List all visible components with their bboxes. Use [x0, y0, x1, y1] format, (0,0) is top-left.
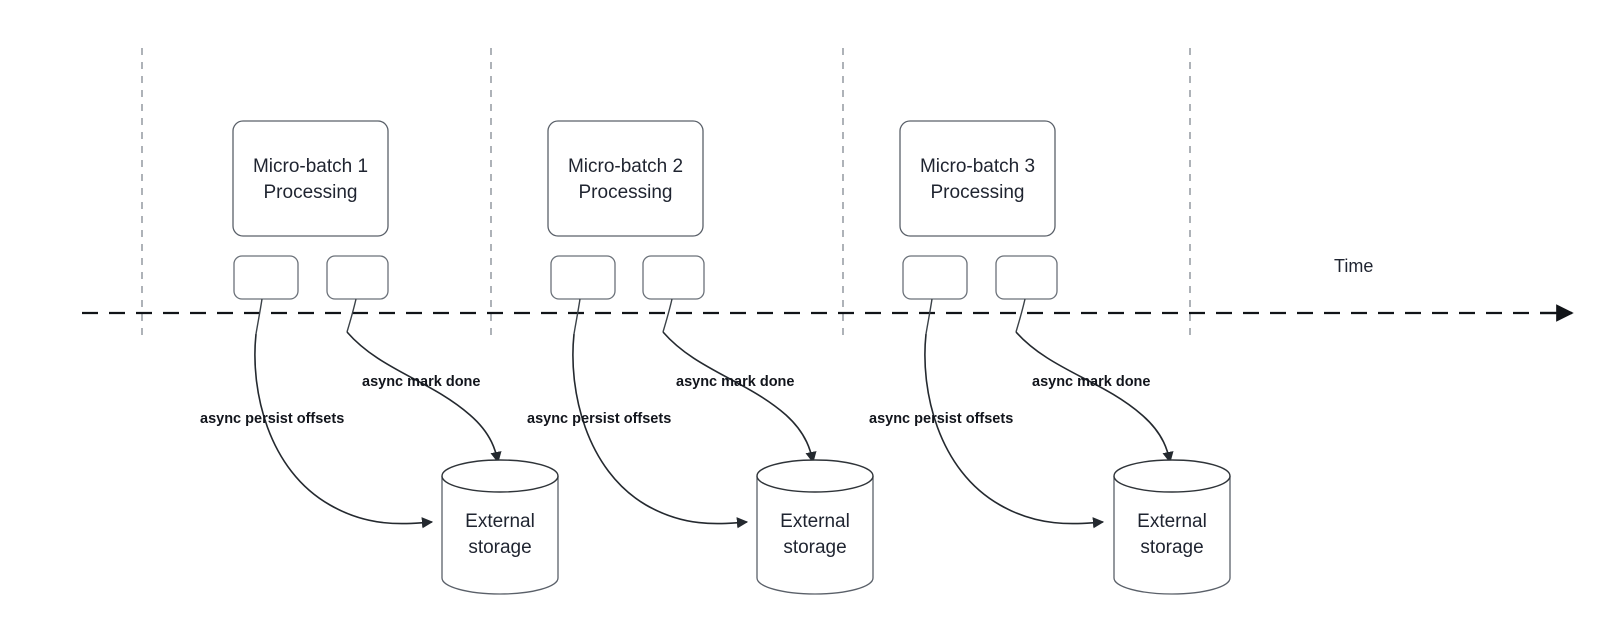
persist-offsets-stub [255, 298, 263, 335]
external-storage-label-line1: External [780, 511, 850, 532]
async-mark-done-arrow [346, 331, 502, 464]
async-mark-done-label: async mark done [362, 374, 480, 390]
external-storage-cylinder-top [756, 459, 874, 493]
external-storage-cylinder-top [441, 459, 559, 493]
async-mark-done-arrow [1015, 331, 1174, 464]
async-mark-done-label: async mark done [1032, 374, 1150, 390]
mark-done-stub [346, 298, 357, 333]
async-persist-offsets-label: async persist offsets [527, 411, 671, 427]
mark-done-task-box[interactable] [326, 255, 389, 300]
group-3: Micro-batch 3 Processing async persist o… [869, 120, 1231, 595]
external-storage-cylinder-body[interactable] [441, 476, 559, 595]
mark-done-stub [1015, 298, 1026, 333]
micro-batch-label-line2: Processing [264, 182, 358, 203]
micro-batch-label-line2: Processing [931, 182, 1025, 203]
external-storage-label-line2: storage [468, 537, 531, 558]
mark-done-task-box[interactable] [642, 255, 705, 300]
external-storage-label-line2: storage [783, 537, 846, 558]
external-storage-label-line2: storage [1140, 537, 1203, 558]
micro-batch-label-line2: Processing [579, 182, 673, 203]
persist-offsets-task-box[interactable] [902, 255, 968, 300]
external-storage-cylinder-top [1113, 459, 1231, 493]
group-1: Micro-batch 1 Processing async persist o… [200, 120, 559, 595]
external-storage-label-line1: External [465, 511, 535, 532]
async-persist-offsets-arrow [254, 333, 434, 529]
micro-batch-label-line1: Micro-batch 3 [920, 156, 1035, 177]
async-persist-offsets-label: async persist offsets [200, 411, 344, 427]
time-axis-label: Time [1334, 256, 1373, 276]
external-storage-cylinder-body[interactable] [756, 476, 874, 595]
micro-batch-box[interactable] [232, 120, 389, 237]
persist-offsets-stub [925, 298, 933, 335]
micro-batch-box[interactable] [899, 120, 1056, 237]
mark-done-task-box[interactable] [995, 255, 1058, 300]
persist-offsets-stub [573, 298, 581, 335]
async-persist-offsets-arrow [924, 333, 1105, 529]
external-storage-cylinder-body[interactable] [1113, 476, 1231, 595]
micro-batch-box[interactable] [547, 120, 704, 237]
async-mark-done-arrow [662, 331, 817, 464]
micro-batch-label-line1: Micro-batch 1 [253, 156, 368, 177]
async-persist-offsets-arrow [572, 333, 749, 529]
tick-line-group [141, 48, 1191, 340]
mark-done-stub [662, 298, 673, 333]
persist-offsets-task-box[interactable] [233, 255, 299, 300]
group-2: Micro-batch 2 Processing async persist o… [527, 120, 874, 595]
micro-batch-label-line1: Micro-batch 2 [568, 156, 683, 177]
external-storage-label-line1: External [1137, 511, 1207, 532]
persist-offsets-task-box[interactable] [550, 255, 616, 300]
async-persist-offsets-label: async persist offsets [869, 411, 1013, 427]
async-mark-done-label: async mark done [676, 374, 794, 390]
